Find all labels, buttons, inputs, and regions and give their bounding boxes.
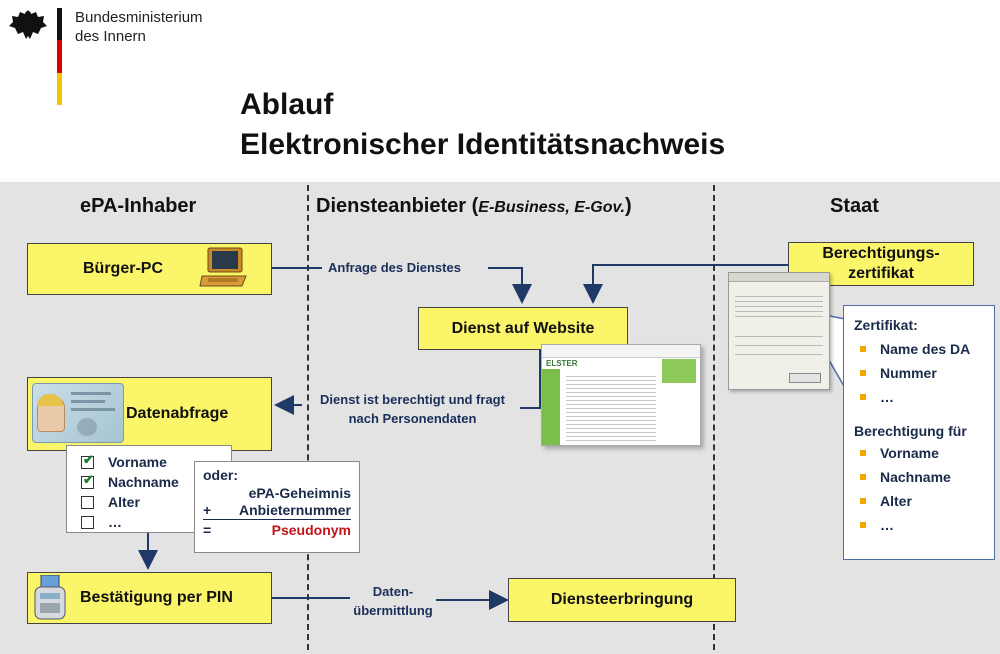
website-brand: ELSTER [546,359,578,368]
ministry-name: Bundesministerium des Innern [75,9,203,45]
berechtigung-label-line2: zertifikat [848,265,914,282]
checklist-item-nachname[interactable]: ✔ Nachname [81,471,179,490]
pseudonym-text: Pseudonym [271,522,351,538]
column-header-staat: Staat [830,195,879,217]
berechtigung-label-line1: Berechtigungs- [822,245,940,262]
checklist-item-more[interactable]: … [81,512,231,532]
column-header-diensteanbieter: Diensteanbieter (E-Business, E-Gov.) [316,195,632,217]
label-berechtigt: Dienst ist berechtigt und fragt nach Per… [320,392,505,426]
column-header-epa-inhaber: ePA-Inhaber [80,195,197,217]
checkbox-unchecked[interactable] [81,515,94,529]
epa-geheimnis-text: ePA-Geheimnis [248,485,351,501]
list-item: Alter [854,489,994,513]
anbieternummer-row: + Anbieternummer [203,502,351,520]
dienst-auf-website-label: Dienst auf Website [451,319,595,337]
checkmark-icon: ✔ [83,471,94,487]
checkmark-icon: ✔ [83,451,94,467]
label-datenuebermittlung: Daten- übermittlung [353,584,433,618]
eagle-logo-icon [8,6,48,46]
list-item: … [854,385,994,409]
list-item: Vorname [854,441,994,465]
id-card-icon [32,383,124,443]
arrow-anfrage [488,267,532,304]
column-divider [307,185,309,650]
laptop-icon [198,246,250,295]
checklist-item-alter[interactable]: Alter [81,492,231,512]
list-item: Nummer [854,361,994,385]
label-anfrage: Anfrage des Dienstes [328,260,461,275]
oder-heading: oder: [203,467,238,483]
zertifikat-dialog-screenshot [728,272,830,390]
page-title: Ablauf Elektronischer Identitätsnachweis [240,88,726,161]
checklist-item-vorname[interactable]: ✔ Vorname [81,451,167,470]
zertifikat-info-box: Zertifikat: Name des DA Nummer … Berecht… [843,305,995,560]
diensteerbringung-label: Diensteerbringung [550,591,694,608]
berechtigung-heading: Berechtigung für [854,423,967,439]
german-flag-bar [57,8,62,106]
buerger-pc-label: Bürger-PC [83,260,164,277]
zertifikat-heading: Zertifikat: [854,317,918,333]
bestaetigung-label: Bestätigung per PIN [80,589,233,606]
checkbox-unchecked[interactable] [81,495,94,509]
arrow-berechtigt-start [520,350,541,409]
list-item: … [854,513,994,537]
checkbox-checked[interactable]: ✔ [81,452,94,469]
bestaetigung-box: Bestätigung per PIN [27,572,272,624]
card-reader-icon [33,574,67,626]
pseudonym-box: oder: ePA-Geheimnis + Anbieternummer = P… [194,461,360,553]
dienst-auf-website-box: Dienst auf Website [418,307,628,350]
website-screenshot: ELSTER [541,344,701,446]
list-item: Name des DA [854,337,994,361]
arrow-zertifikat [583,264,788,304]
list-item: Nachname [854,465,994,489]
checkbox-checked[interactable]: ✔ [81,472,94,489]
datenabfrage-label: Datenabfrage [126,405,229,422]
column-divider [713,185,715,650]
diensteerbringung-box: Diensteerbringung [508,578,736,622]
pseudonym-row: = Pseudonym [203,522,351,538]
